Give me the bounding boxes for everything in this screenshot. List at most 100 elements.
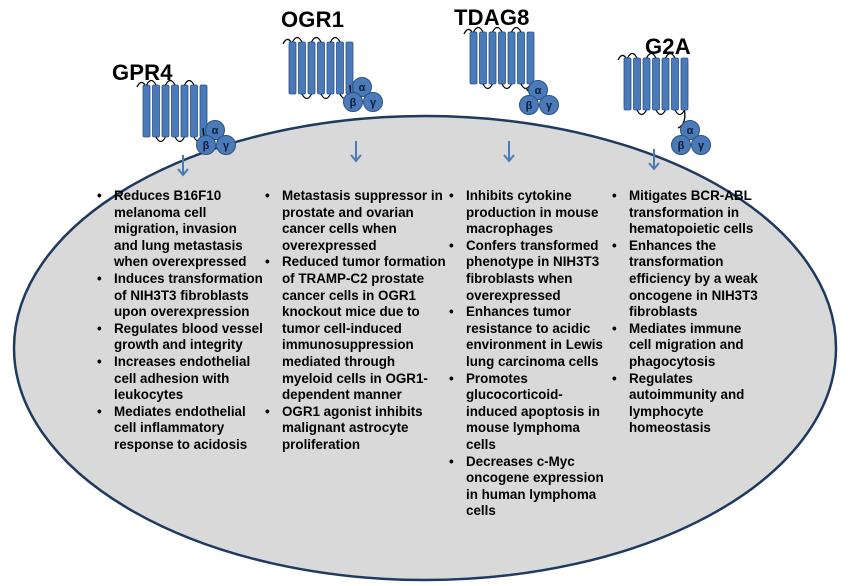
g-beta-subunit-label: β xyxy=(526,100,533,112)
function-item: Regulates autoimmunity and lymphocyte ho… xyxy=(611,371,761,437)
loop xyxy=(310,36,322,43)
g-protein-ogr1: αβ γ xyxy=(343,77,383,112)
transmembrane-helix xyxy=(307,41,316,95)
g-alpha-subunit-label: α xyxy=(212,125,219,137)
g-beta-subunit-label: β xyxy=(203,140,210,152)
loop xyxy=(510,26,522,33)
receptor-title-tdag8: TDAG8 xyxy=(454,5,530,30)
transmembrane-helix xyxy=(526,31,535,85)
receptor-ogr1: αβ γ xyxy=(282,36,383,112)
loop xyxy=(291,36,303,43)
g-beta-subunit-label: β xyxy=(678,140,685,152)
transmembrane-helix xyxy=(326,41,335,95)
g-gamma-subunit-label: γ xyxy=(370,97,377,109)
function-item: Mediates endothelial cell inflammatory r… xyxy=(96,404,264,454)
g-alpha-subunit xyxy=(528,80,548,100)
g-alpha-subunit xyxy=(680,120,700,140)
g-beta-subunit xyxy=(343,92,363,112)
g-alpha-subunit xyxy=(205,120,225,140)
receptor-title-gpr4: GPR4 xyxy=(112,60,173,85)
g-alpha-subunit xyxy=(352,77,372,97)
function-item: Enhances tumor resistance to acidic envi… xyxy=(448,304,606,370)
receptor-gpr4: αβ γ xyxy=(136,79,236,155)
n-terminus xyxy=(282,38,292,45)
g-protein-gpr4: αβ γ xyxy=(196,120,236,155)
transmembrane-helix xyxy=(180,84,189,138)
function-item: Induces transformation of NIH3T3 fibrobl… xyxy=(96,271,264,321)
function-item: Reduced tumor formation of TRAMP-C2 pros… xyxy=(264,254,446,403)
transmembrane-helix xyxy=(642,57,651,111)
g-gamma-subunit-label: γ xyxy=(546,100,553,112)
function-item: Inhibits cytokine production in mouse ma… xyxy=(448,188,606,238)
transmembrane-helix xyxy=(652,57,660,111)
function-list-g2a: Mitigates BCR-ABL transformation in hema… xyxy=(611,188,761,437)
g-gamma-subunit xyxy=(216,135,236,155)
n-terminus xyxy=(136,81,146,88)
transmembrane-helix xyxy=(190,84,198,138)
function-item: Confers transformed phenotype in NIH3T3 … xyxy=(448,238,606,304)
g-beta-subunit xyxy=(671,135,691,155)
loop xyxy=(626,52,638,59)
receptor-title-g2a: G2A xyxy=(645,34,691,59)
g-beta-subunit xyxy=(196,135,216,155)
loop xyxy=(645,52,657,59)
g-gamma-subunit-label: γ xyxy=(223,140,230,152)
loop xyxy=(655,109,667,116)
loop xyxy=(183,79,195,86)
g-beta-subunit xyxy=(519,95,539,115)
function-item: Metastasis suppressor in prostate and ov… xyxy=(264,188,446,254)
transmembrane-helix xyxy=(161,84,170,138)
loop xyxy=(472,26,484,33)
transmembrane-helix xyxy=(317,41,325,95)
function-item: OGR1 agonist inhibits malignant astrocyt… xyxy=(264,404,446,454)
transmembrane-helix xyxy=(507,31,516,85)
loop xyxy=(174,136,186,143)
function-list-tdag8: Inhibits cytokine production in mouse ma… xyxy=(448,188,606,520)
transmembrane-helix xyxy=(288,41,297,95)
receptor-title-ogr1: OGR1 xyxy=(281,7,345,32)
g-alpha-subunit-label: α xyxy=(359,82,366,94)
g-beta-subunit-label: β xyxy=(350,97,357,109)
down-arrow-tdag8 xyxy=(503,141,515,163)
loop xyxy=(664,52,676,59)
loop xyxy=(164,79,176,86)
function-item: Increases endothelial cell adhesion with… xyxy=(96,354,264,404)
loop xyxy=(501,83,513,90)
loop xyxy=(491,26,503,33)
transmembrane-helix xyxy=(623,57,632,111)
down-arrow-g2a xyxy=(648,149,660,171)
g-gamma-subunit xyxy=(363,92,383,112)
transmembrane-helix xyxy=(152,84,160,138)
loop xyxy=(301,93,313,100)
function-list-ogr1: Metastasis suppressor in prostate and ov… xyxy=(264,188,446,454)
transmembrane-helix xyxy=(680,57,689,111)
loop xyxy=(320,93,332,100)
function-item: Mediates immune cell migration and phago… xyxy=(611,321,761,371)
transmembrane-helix xyxy=(142,84,151,138)
function-item: Decreases c-Myc oncogene expression in h… xyxy=(448,454,606,520)
n-terminus xyxy=(463,28,473,35)
function-item: Enhances the transformation efficiency b… xyxy=(611,238,761,321)
loop xyxy=(155,136,167,143)
loop xyxy=(674,109,686,116)
function-item: Reduces B16F10 melanoma cell migration, … xyxy=(96,188,264,271)
down-arrow-ogr1 xyxy=(350,141,362,163)
transmembrane-helix xyxy=(488,31,497,85)
g-gamma-subunit-label: γ xyxy=(698,140,705,152)
transmembrane-helix xyxy=(479,31,487,85)
function-item: Regulates blood vessel growth and integr… xyxy=(96,321,264,354)
function-list-gpr4: Reduces B16F10 melanoma cell migration, … xyxy=(96,188,264,454)
transmembrane-helix xyxy=(336,41,344,95)
loop xyxy=(482,83,494,90)
transmembrane-helix xyxy=(469,31,478,85)
c-terminus xyxy=(677,109,686,129)
transmembrane-helix xyxy=(661,57,670,111)
n-terminus xyxy=(617,54,627,61)
transmembrane-helix xyxy=(298,41,306,95)
